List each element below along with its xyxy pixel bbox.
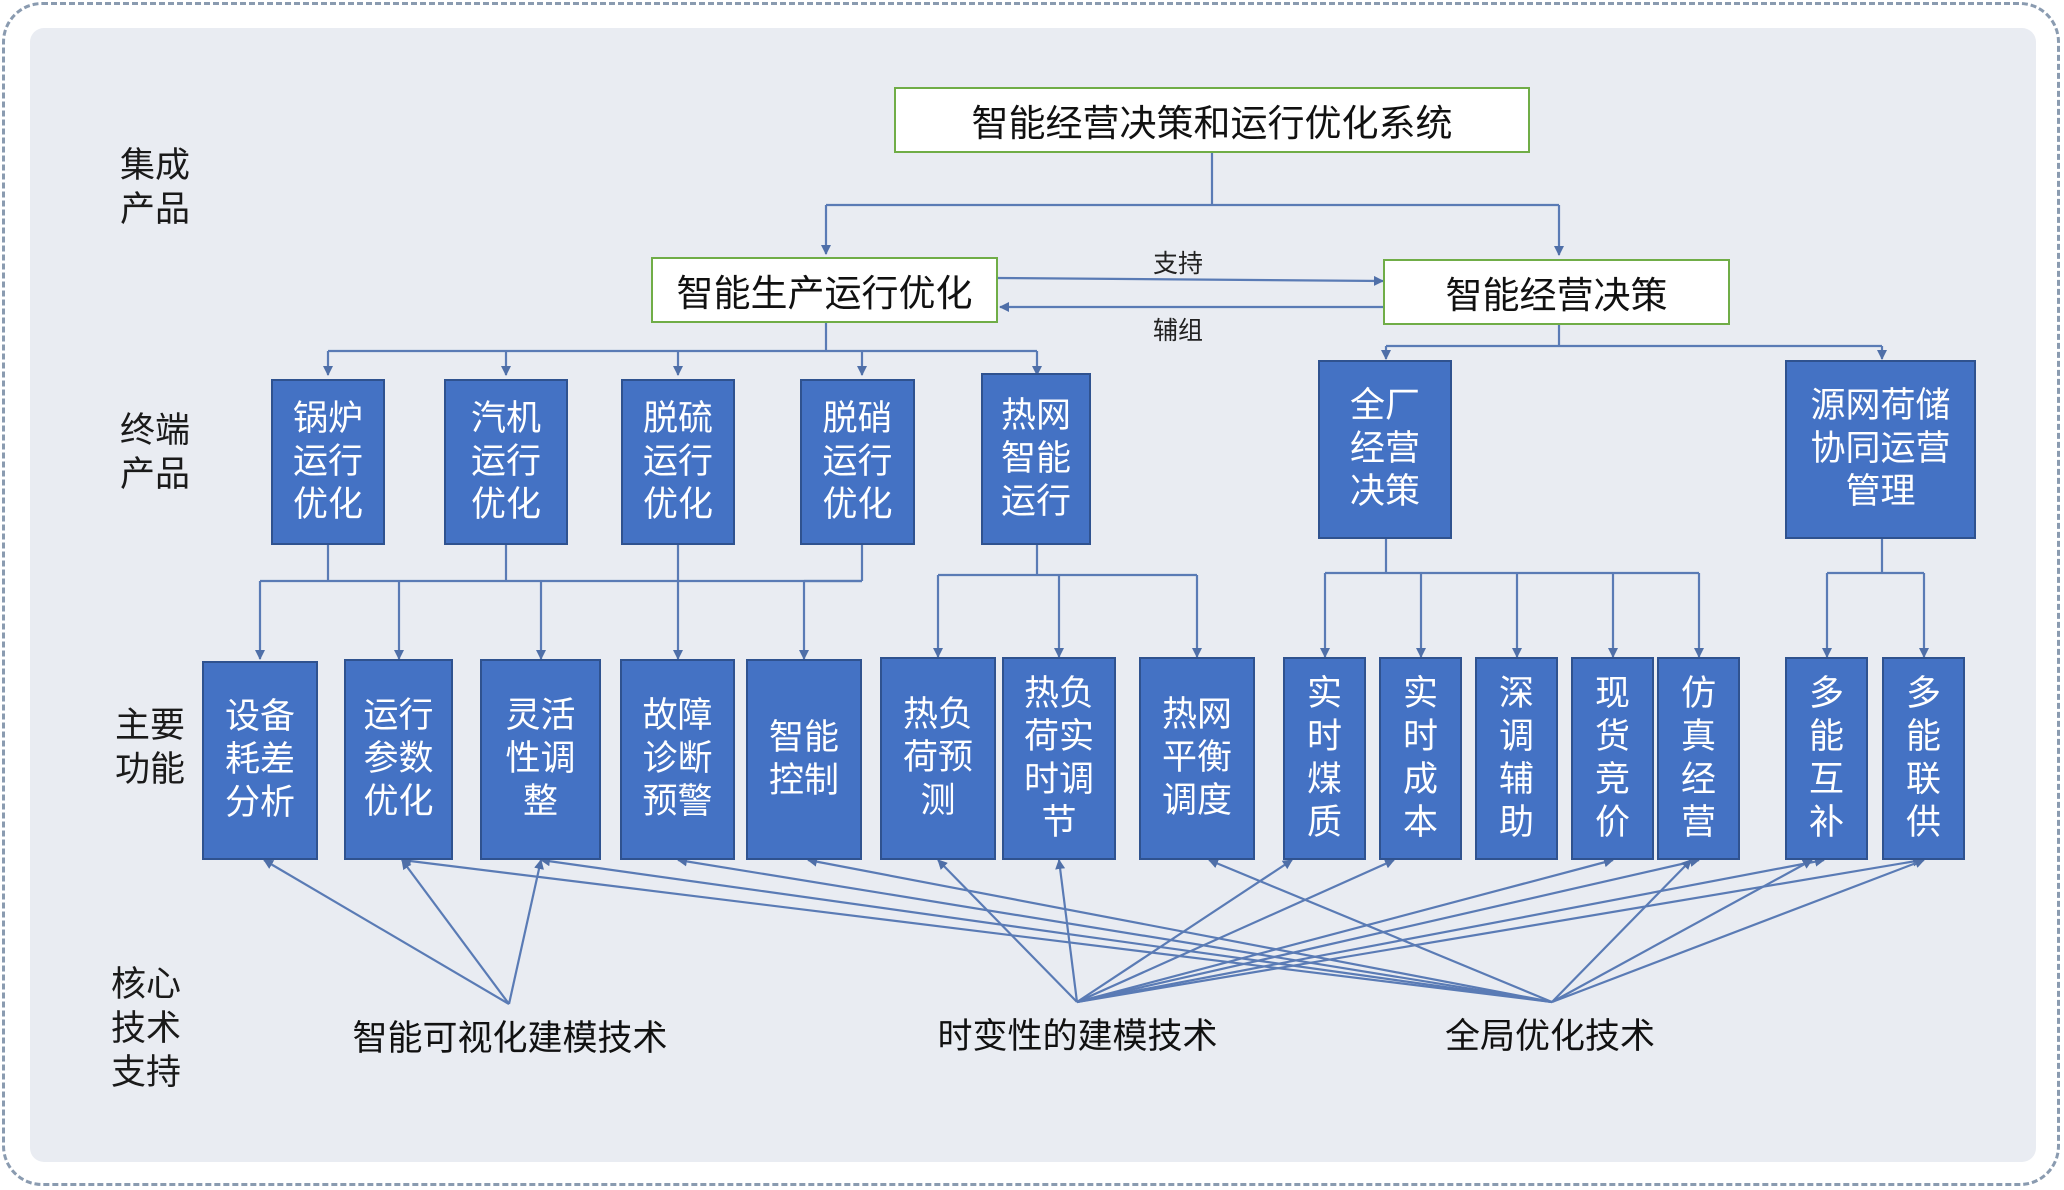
function-box: 多 能 互 补 bbox=[1785, 657, 1868, 860]
function-label: 灵活 性调 整 bbox=[505, 696, 576, 822]
row-label-terminal-products: 终端 产品 bbox=[120, 409, 190, 497]
function-box: 深 调 辅 助 bbox=[1475, 657, 1558, 860]
row-label-line: 产品 bbox=[120, 190, 191, 230]
business-decision-label: 智能经营决策 bbox=[1445, 274, 1668, 317]
terminal-product-box: 脱硝 运行 优化 bbox=[800, 379, 915, 545]
function-label: 热负 荷实 时调 节 bbox=[1023, 673, 1094, 843]
function-label: 仿 真 经 营 bbox=[1680, 673, 1716, 843]
function-label: 热网 平衡 调度 bbox=[1161, 695, 1232, 821]
function-box: 灵活 性调 整 bbox=[480, 659, 601, 860]
support-label: 支持 bbox=[1153, 249, 1204, 278]
function-label: 多 能 互 补 bbox=[1808, 673, 1844, 843]
terminal-product-box: 锅炉 运行 优化 bbox=[271, 379, 385, 545]
function-label: 多 能 联 供 bbox=[1905, 673, 1941, 843]
function-box: 设备 耗差 分析 bbox=[202, 661, 318, 860]
function-label: 实 时 成 本 bbox=[1402, 673, 1438, 843]
diagram-panel bbox=[30, 28, 2036, 1162]
terminal-product-box: 源网荷储 协同运营 管理 bbox=[1785, 360, 1976, 539]
row-label-line: 核心 bbox=[111, 965, 182, 1005]
tech-visual-modeling: 智能可视化建模技术 bbox=[352, 1019, 668, 1059]
terminal-product-box: 汽机 运行 优化 bbox=[444, 379, 568, 545]
terminal-product-label: 源网荷储 协同运营 管理 bbox=[1810, 386, 1951, 512]
function-box: 热负 荷实 时调 节 bbox=[1002, 657, 1116, 860]
row-label-line: 终端 bbox=[120, 411, 191, 451]
row-label-line: 主要 bbox=[115, 706, 186, 746]
row-label-core-tech: 核心 技术 支持 bbox=[111, 963, 181, 1095]
top-system-label: 智能经营决策和运行优化系统 bbox=[971, 102, 1453, 145]
production-optimization-box: 智能生产运行优化 bbox=[651, 257, 998, 323]
function-label: 现 货 竞 价 bbox=[1594, 673, 1630, 843]
function-label: 运行 参数 优化 bbox=[363, 696, 434, 822]
function-box: 智能 控制 bbox=[746, 659, 862, 860]
terminal-product-label: 热网 智能 运行 bbox=[1000, 395, 1071, 522]
row-label-line: 技术 bbox=[111, 1009, 182, 1049]
terminal-product-label: 脱硝 运行 优化 bbox=[822, 398, 893, 525]
function-box: 多 能 联 供 bbox=[1882, 657, 1965, 860]
terminal-product-label: 锅炉 运行 优化 bbox=[292, 398, 363, 525]
function-label: 深 调 辅 助 bbox=[1498, 673, 1534, 843]
tech-time-varying-modeling: 时变性的建模技术 bbox=[937, 1017, 1218, 1057]
terminal-product-box: 全厂 经营 决策 bbox=[1318, 360, 1452, 539]
terminal-product-label: 全厂 经营 决策 bbox=[1349, 386, 1420, 512]
row-label-main-functions: 主要 功能 bbox=[115, 704, 185, 792]
row-label-line: 支持 bbox=[111, 1053, 182, 1093]
row-label-line: 功能 bbox=[115, 750, 186, 790]
function-label: 智能 控制 bbox=[768, 717, 839, 801]
terminal-product-box: 热网 智能 运行 bbox=[981, 373, 1091, 545]
assist-label: 辅组 bbox=[1153, 316, 1204, 345]
function-box: 故障 诊断 预警 bbox=[620, 659, 735, 860]
function-box: 运行 参数 优化 bbox=[344, 659, 453, 860]
terminal-product-label: 汽机 运行 优化 bbox=[470, 398, 541, 525]
row-label-integrated-products: 集成 产品 bbox=[120, 144, 190, 232]
function-box: 实 时 成 本 bbox=[1379, 657, 1462, 860]
function-label: 实 时 煤 质 bbox=[1306, 673, 1342, 843]
row-label-line: 产品 bbox=[120, 455, 191, 495]
terminal-product-box: 脱硫 运行 优化 bbox=[621, 379, 735, 545]
function-label: 设备 耗差 分析 bbox=[224, 697, 295, 823]
terminal-product-label: 脱硫 运行 优化 bbox=[642, 398, 713, 525]
business-decision-box: 智能经营决策 bbox=[1383, 259, 1730, 325]
function-label: 故障 诊断 预警 bbox=[642, 696, 713, 822]
row-label-line: 集成 bbox=[120, 146, 191, 186]
function-box: 实 时 煤 质 bbox=[1283, 657, 1366, 860]
top-system-box: 智能经营决策和运行优化系统 bbox=[894, 87, 1530, 153]
production-optimization-label: 智能生产运行优化 bbox=[676, 272, 973, 315]
function-box: 热负 荷预 测 bbox=[880, 657, 996, 860]
tech-global-optimization: 全局优化技术 bbox=[1444, 1017, 1655, 1057]
function-box: 仿 真 经 营 bbox=[1657, 657, 1740, 860]
function-box: 现 货 竞 价 bbox=[1571, 657, 1654, 860]
function-label: 热负 荷预 测 bbox=[902, 695, 973, 821]
function-box: 热网 平衡 调度 bbox=[1139, 657, 1255, 860]
